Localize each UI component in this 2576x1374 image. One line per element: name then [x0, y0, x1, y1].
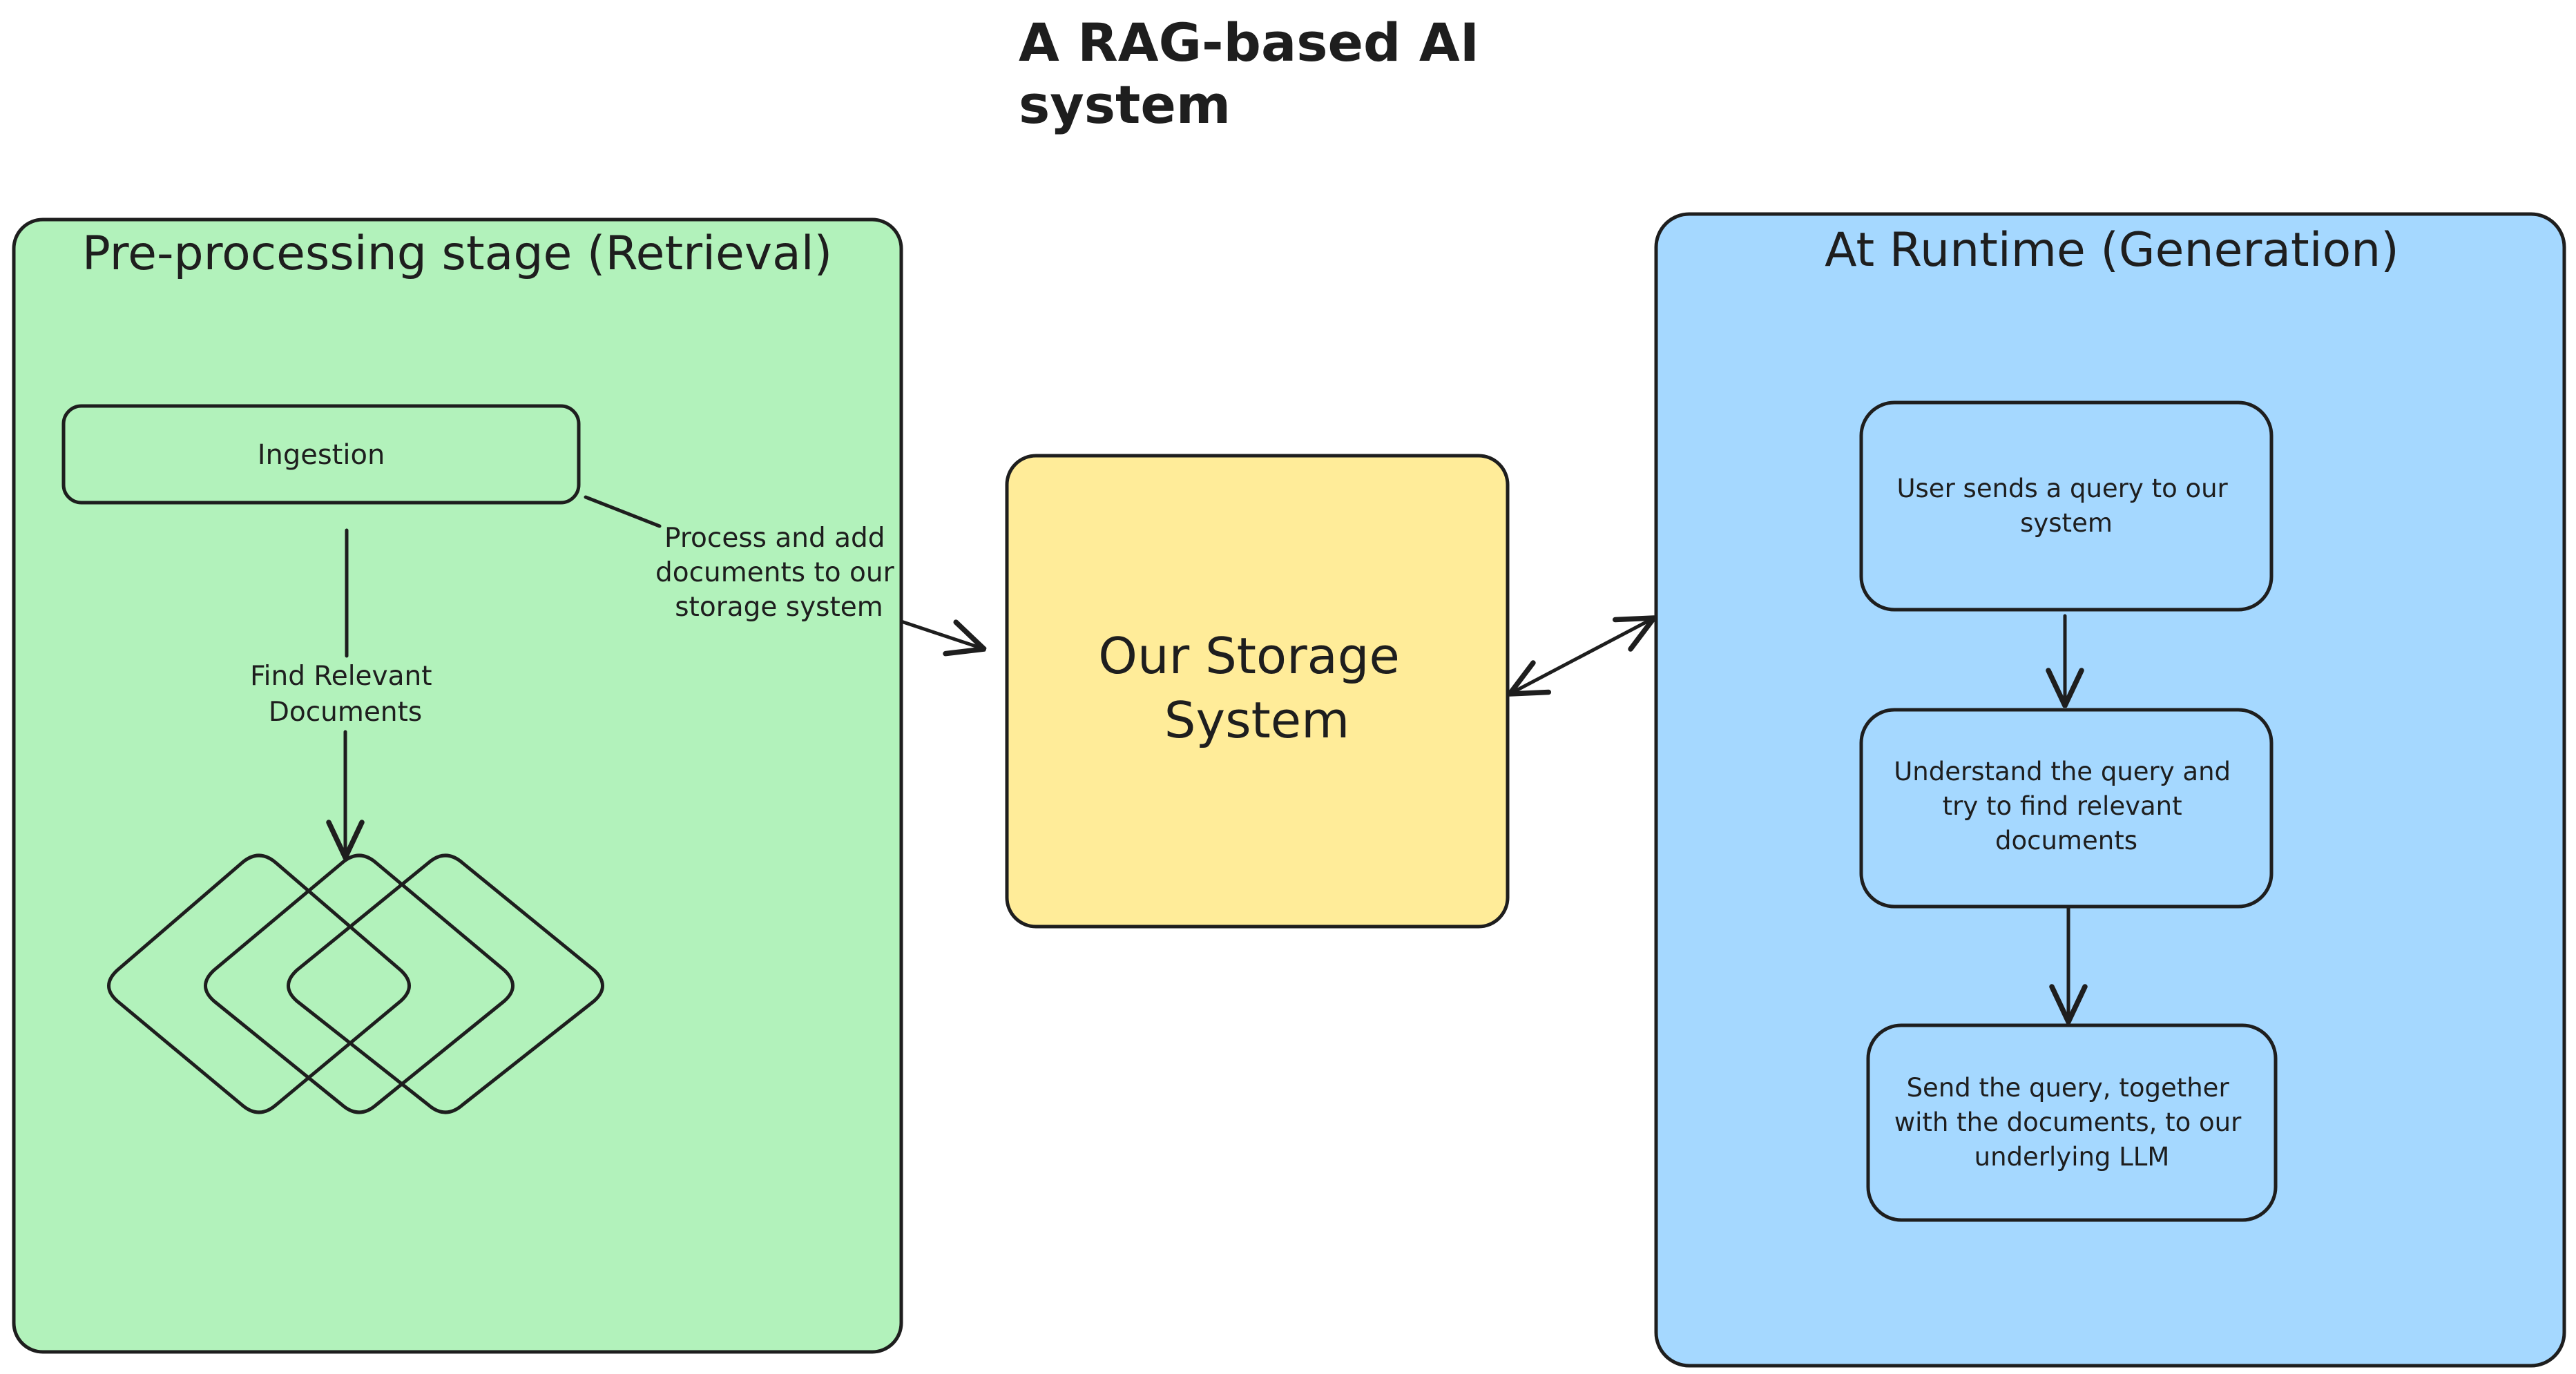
find-documents-line-2: Documents — [269, 697, 422, 728]
storage-generation-edge — [1510, 618, 1654, 694]
storage-line-1: Our Storage — [1098, 627, 1400, 685]
find-documents-edge-label: Find Relevant Documents — [250, 661, 441, 728]
document-diamond-1 — [107, 853, 411, 1114]
step-3-line-2: with the documents, to our — [1894, 1107, 2242, 1137]
find-documents-line-1: Find Relevant — [250, 661, 432, 692]
process-edge-upper — [584, 495, 662, 528]
storage-system-label: Our Storage System — [1098, 627, 1415, 749]
generation-heading: At Runtime (Generation) — [1825, 223, 2399, 278]
storage-line-2: System — [1164, 691, 1350, 749]
storage-system-node[interactable]: Our Storage System — [1005, 454, 1510, 929]
process-line-1: Process and add — [664, 523, 885, 554]
understand-query-step-box[interactable] — [1859, 708, 2274, 909]
ingestion-label: Ingestion — [258, 439, 385, 471]
send-to-llm-step-label: Send the query, together with the docume… — [1894, 1073, 2249, 1172]
diagram-title: A RAG-based AI system — [1019, 12, 1497, 135]
generation-panel: At Runtime (Generation) User sends a que… — [1654, 212, 2566, 1368]
step-1-line-1: User sends a query to our — [1896, 474, 2228, 503]
understand-query-step-label: Understand the query and try to find rel… — [1894, 757, 2239, 855]
process-line-3: storage system — [675, 592, 883, 623]
step-2-line-2: try to find relevant — [1943, 791, 2182, 821]
stacked-diamonds-icon — [107, 853, 604, 1114]
retrieval-heading: Pre-processing stage (Retrieval) — [82, 226, 832, 281]
step-3-line-3: underlying LLM — [1974, 1142, 2170, 1172]
retrieval-panel: Pre-processing stage (Retrieval) Ingesti… — [12, 217, 903, 1354]
process-edge-lower — [899, 621, 984, 649]
process-edge-label: Process and add documents to our storage… — [655, 523, 903, 623]
diagram-title-line-2: system — [1019, 74, 1231, 135]
diagram-title-line-1: A RAG-based AI — [1019, 12, 1479, 73]
step-1-line-2: system — [2020, 508, 2113, 538]
step-2-line-3: documents — [1995, 826, 2137, 855]
document-diamond-2 — [204, 853, 515, 1114]
step-2-line-1: Understand the query and — [1894, 757, 2231, 786]
ingestion-box[interactable] — [61, 404, 581, 505]
document-diamond-3 — [287, 853, 604, 1114]
step-3-line-1: Send the query, together — [1907, 1073, 2230, 1103]
user-query-step-box[interactable] — [1859, 400, 2274, 612]
user-query-step-label: User sends a query to our system — [1896, 474, 2236, 538]
retrieval-panel-box — [12, 217, 903, 1354]
process-line-2: documents to our — [655, 557, 895, 588]
send-to-llm-step-box[interactable] — [1866, 1023, 2278, 1222]
